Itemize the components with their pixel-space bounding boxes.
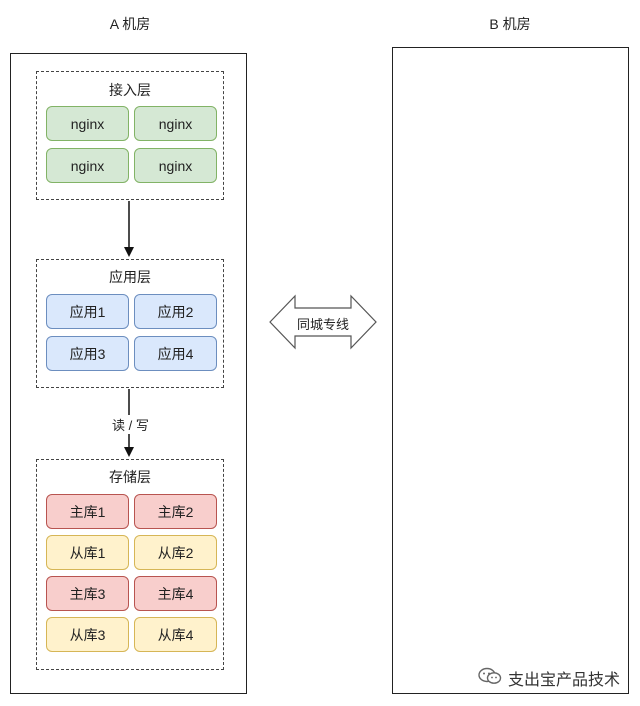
master-db-4: 主库4 xyxy=(134,576,217,611)
slave-db-3: 从库3 xyxy=(46,617,129,652)
nginx-node-2: nginx xyxy=(134,106,217,141)
read-write-label: 读 / 写 xyxy=(110,415,151,434)
slave-db-4: 从库4 xyxy=(134,617,217,652)
app-node-4: 应用4 xyxy=(134,336,217,371)
master-db-3: 主库3 xyxy=(46,576,129,611)
master-db-2: 主库2 xyxy=(134,494,217,529)
same-city-link-label: 同城专线 xyxy=(296,317,349,332)
same-city-link-arrow xyxy=(269,294,377,350)
storage-layer xyxy=(36,459,224,670)
slave-db-2: 从库2 xyxy=(134,535,217,570)
app-node-2: 应用2 xyxy=(134,294,217,329)
room-b-box xyxy=(392,47,629,694)
master-db-1: 主库1 xyxy=(46,494,129,529)
nginx-node-4: nginx xyxy=(134,148,217,183)
slave-db-1: 从库1 xyxy=(46,535,129,570)
app-node-3: 应用3 xyxy=(46,336,129,371)
watermark-text: 支出宝产品技术 xyxy=(508,672,621,689)
room-a-title: A 机房 xyxy=(109,16,151,32)
app-layer-title: 应用层 xyxy=(109,269,151,285)
app-node-1: 应用1 xyxy=(46,294,129,329)
watermark: 支出宝产品技术 xyxy=(478,666,620,690)
room-b-title: B 机房 xyxy=(489,16,531,32)
wechat-icon xyxy=(478,667,502,690)
nginx-node-3: nginx xyxy=(46,148,129,183)
app-layer xyxy=(36,259,224,388)
nginx-node-1: nginx xyxy=(46,106,129,141)
access-layer xyxy=(36,71,224,200)
storage-layer-title: 存储层 xyxy=(109,469,151,485)
access-layer-title: 接入层 xyxy=(109,82,151,98)
